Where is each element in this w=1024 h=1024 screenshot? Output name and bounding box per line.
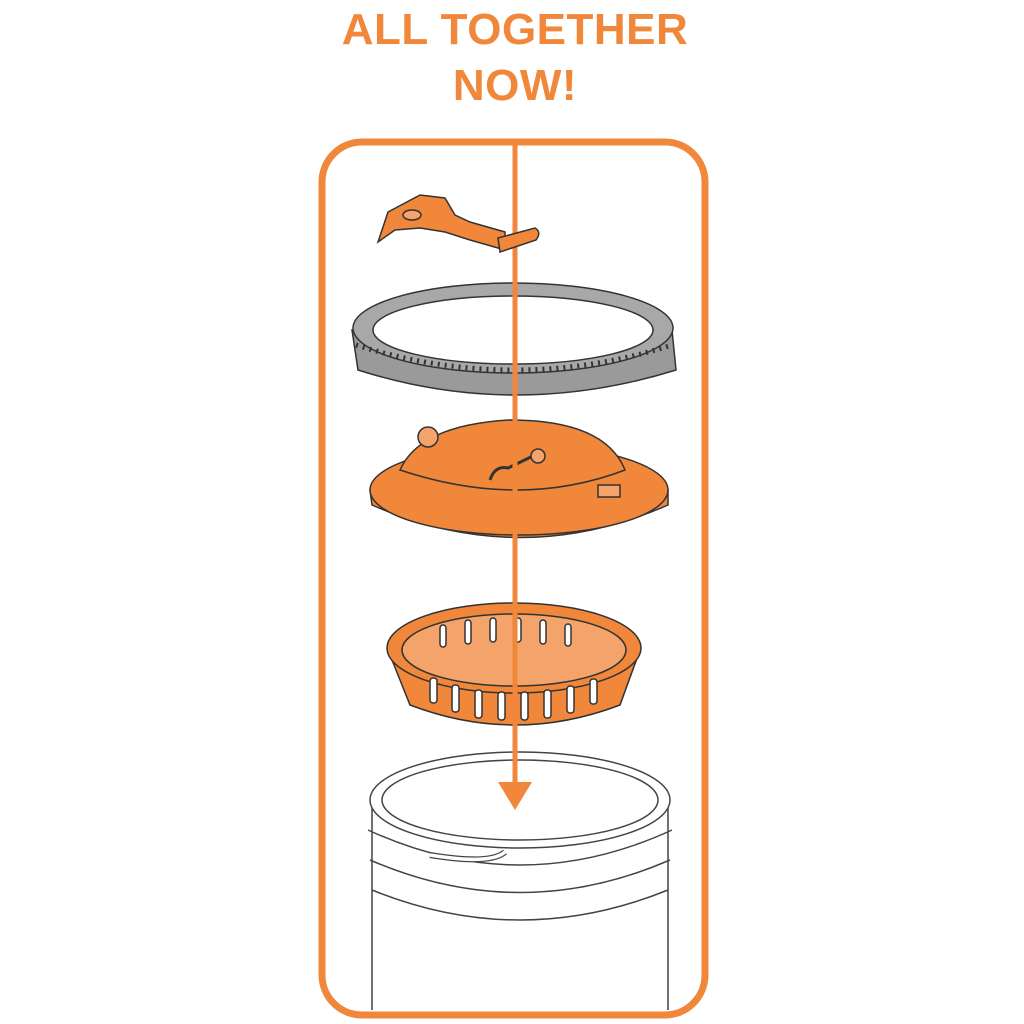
heading-line-2: NOW! bbox=[452, 61, 578, 110]
assembly-arrow bbox=[498, 142, 532, 810]
heading-line-1: ALL TOGETHER bbox=[341, 5, 689, 54]
clip bbox=[376, 194, 540, 253]
lid bbox=[369, 419, 669, 539]
